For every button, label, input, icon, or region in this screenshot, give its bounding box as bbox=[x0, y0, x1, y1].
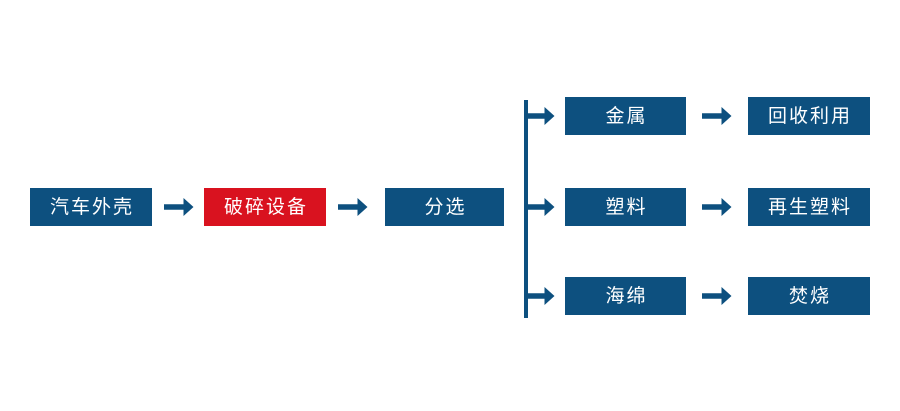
branch-arrow-right-icon-metal bbox=[527, 105, 555, 127]
node-crusher[interactable]: 破碎设备 bbox=[204, 188, 326, 226]
node-sponge-label: 海绵 bbox=[605, 285, 648, 307]
node-sorting-label: 分选 bbox=[424, 196, 467, 218]
branch-arrow-right-icon-plastic bbox=[527, 196, 555, 218]
arrow-crusher-to-sorting-icon bbox=[337, 194, 369, 220]
node-sponge[interactable]: 海绵 bbox=[565, 277, 686, 315]
node-replastic[interactable]: 再生塑料 bbox=[748, 188, 870, 226]
arrow-shell-to-crusher-icon bbox=[163, 194, 195, 220]
node-incineration[interactable]: 焚烧 bbox=[748, 277, 870, 315]
branch-arrow-right-icon-sponge bbox=[527, 285, 555, 307]
node-crusher-label: 破碎设备 bbox=[223, 196, 308, 218]
node-car-shell[interactable]: 汽车外壳 bbox=[30, 188, 152, 226]
node-metal[interactable]: 金属 bbox=[565, 97, 686, 135]
node-sorting[interactable]: 分选 bbox=[385, 188, 504, 226]
node-replastic-label: 再生塑料 bbox=[767, 196, 852, 218]
node-recycle[interactable]: 回收利用 bbox=[748, 97, 870, 135]
arrow-plastic-to-replastic-icon bbox=[701, 194, 733, 220]
node-car-shell-label: 汽车外壳 bbox=[49, 196, 134, 218]
node-plastic-label: 塑料 bbox=[605, 196, 648, 218]
vertical-split-line-icon bbox=[524, 100, 528, 318]
node-metal-label: 金属 bbox=[605, 105, 648, 127]
node-incineration-label: 焚烧 bbox=[788, 285, 831, 307]
arrow-metal-to-recycle-icon bbox=[701, 103, 733, 129]
node-recycle-label: 回收利用 bbox=[767, 105, 852, 127]
arrow-sponge-to-incineration-icon bbox=[701, 283, 733, 309]
node-plastic[interactable]: 塑料 bbox=[565, 188, 686, 226]
